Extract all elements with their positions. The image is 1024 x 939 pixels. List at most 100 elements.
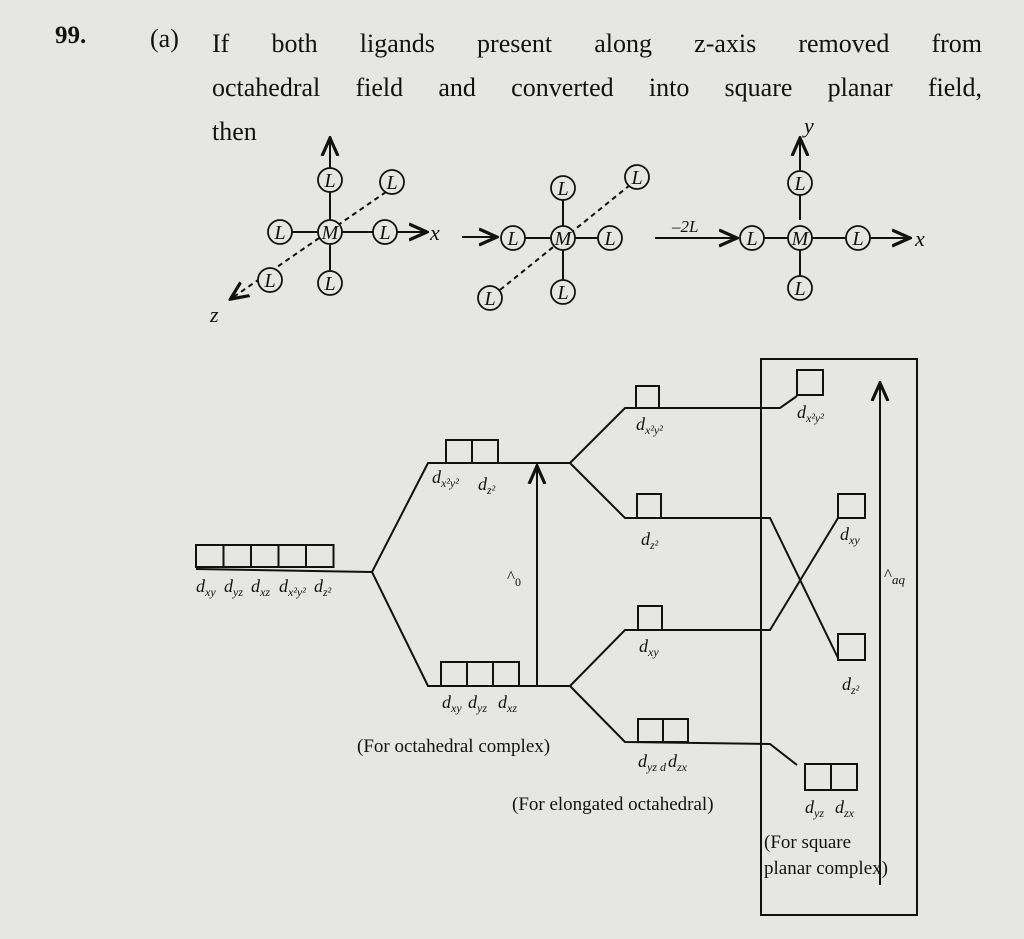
free-ion-level <box>195 568 373 573</box>
metal-circle: M <box>550 225 576 251</box>
svg-text:M: M <box>321 222 340 244</box>
orbital-label: dzx <box>835 797 855 820</box>
t2g-orbital-box <box>466 661 494 687</box>
energy-levels <box>195 358 918 916</box>
reaction-label: –2L <box>671 217 698 236</box>
ligand-circle: L <box>550 279 576 305</box>
ligand-circle: L <box>739 225 765 251</box>
svg-text:L: L <box>745 228 757 250</box>
svg-text:L: L <box>603 228 615 250</box>
orbital-label: dz² <box>478 474 496 497</box>
svg-text:L: L <box>323 273 335 295</box>
sp-dz2-box <box>837 633 866 661</box>
y-axis-label: y <box>802 113 814 138</box>
ligand-circle: L <box>317 167 343 193</box>
eg-orbital-box <box>471 439 499 464</box>
ligand-circle: L <box>317 270 343 296</box>
orbital-label: dxy <box>196 576 216 599</box>
orbital-label: dyz <box>805 797 824 820</box>
orbital-label: dxz <box>251 576 270 599</box>
sp-dx2y2-box <box>796 369 824 396</box>
orbital-label: dyz d <box>638 751 667 774</box>
square-planar-caption-2: planar complex) <box>764 858 888 879</box>
orbital-label: dxy <box>442 692 462 715</box>
x-axis-label: x <box>914 226 925 251</box>
orbital-label: dxz <box>498 692 517 715</box>
part-label: (a) <box>150 24 179 53</box>
ligand-circle: L <box>379 169 405 195</box>
eg-orbital-box <box>445 439 473 464</box>
metal-circle: M <box>787 225 813 251</box>
svg-text:L: L <box>506 228 518 250</box>
orbital-label: dyz <box>468 692 487 715</box>
free-ion-orbital-box <box>222 544 252 568</box>
free-ion-orbital-box <box>305 544 335 568</box>
free-ion-orbital-box <box>195 544 225 568</box>
dyz-dzx-box <box>662 718 689 743</box>
svg-text:L: L <box>378 222 390 244</box>
svg-text:L: L <box>263 270 275 292</box>
svg-text:L: L <box>556 178 568 200</box>
dxy-box <box>637 605 663 631</box>
x-axis-label: x <box>429 220 440 245</box>
svg-text:L: L <box>323 170 335 192</box>
text-line-3: then <box>212 117 257 146</box>
dz2-box <box>636 493 662 519</box>
svg-text:L: L <box>483 288 495 310</box>
svg-text:M: M <box>791 228 810 250</box>
ligand-circle: L <box>624 164 650 190</box>
orbital-label: dx²y² <box>279 576 306 599</box>
t2g-orbital-box <box>440 661 468 687</box>
svg-text:L: L <box>851 228 863 250</box>
orbital-label: dxy <box>840 524 860 547</box>
ligand-circle: L <box>787 275 813 301</box>
ligand-circle: L <box>477 285 503 311</box>
ligand-circle: L <box>550 175 576 201</box>
orbital-label: dxy <box>639 636 659 659</box>
sp-dyz-dzx-box <box>830 763 858 791</box>
orbital-label: dx²y² <box>797 402 824 425</box>
svg-text:L: L <box>793 278 805 300</box>
square-planar-caption-1: (For square <box>764 832 851 853</box>
svg-text:L: L <box>273 222 285 244</box>
free-ion-orbital-box <box>277 544 307 568</box>
octahedral-split-lines <box>371 462 570 687</box>
free-ion-orbital-box <box>250 544 280 568</box>
svg-text:M: M <box>554 228 573 250</box>
ligand-circle: L <box>257 267 283 293</box>
orbital-label: dz² <box>641 529 659 552</box>
ligand-circle: L <box>597 225 623 251</box>
dx2y2-box <box>635 385 660 409</box>
ligand-circle: L <box>845 225 871 251</box>
svg-text:L: L <box>385 172 397 194</box>
svg-text:L: L <box>630 167 642 189</box>
z-axis-dashed <box>232 191 387 298</box>
text-line-2: octahedral field and converted into squa… <box>212 73 982 102</box>
ligand-circle: L <box>787 170 813 196</box>
octahedral-caption: (For octahedral complex) <box>357 736 550 757</box>
svg-text:L: L <box>793 173 805 195</box>
question-number: 99. <box>55 22 87 49</box>
orbital-label: dz² <box>314 576 332 599</box>
metal-circle: M <box>317 219 343 245</box>
orbital-label: dzx <box>668 751 688 774</box>
dyz-dzx-box <box>637 718 664 743</box>
square-planar-frame <box>760 358 918 916</box>
elongated-caption: (For elongated octahedral) <box>512 794 714 815</box>
question-text: If both ligands present along z-axis rem… <box>212 22 982 154</box>
z-axis-dashed <box>489 184 631 299</box>
orbital-label: dz² <box>842 674 860 697</box>
delta-octahedral-label: ^0 <box>507 567 521 589</box>
ligand-circle: L <box>500 225 526 251</box>
t2g-orbital-box <box>492 661 520 687</box>
sp-dxy-box <box>837 493 866 519</box>
ligand-circle: L <box>267 219 293 245</box>
svg-text:L: L <box>556 282 568 304</box>
sp-dyz-dzx-box <box>804 763 832 791</box>
orbital-label: dx²y² <box>636 414 663 437</box>
delta-square-planar-label: ^aq <box>884 565 905 587</box>
orbital-label: dx²y² <box>432 467 459 490</box>
